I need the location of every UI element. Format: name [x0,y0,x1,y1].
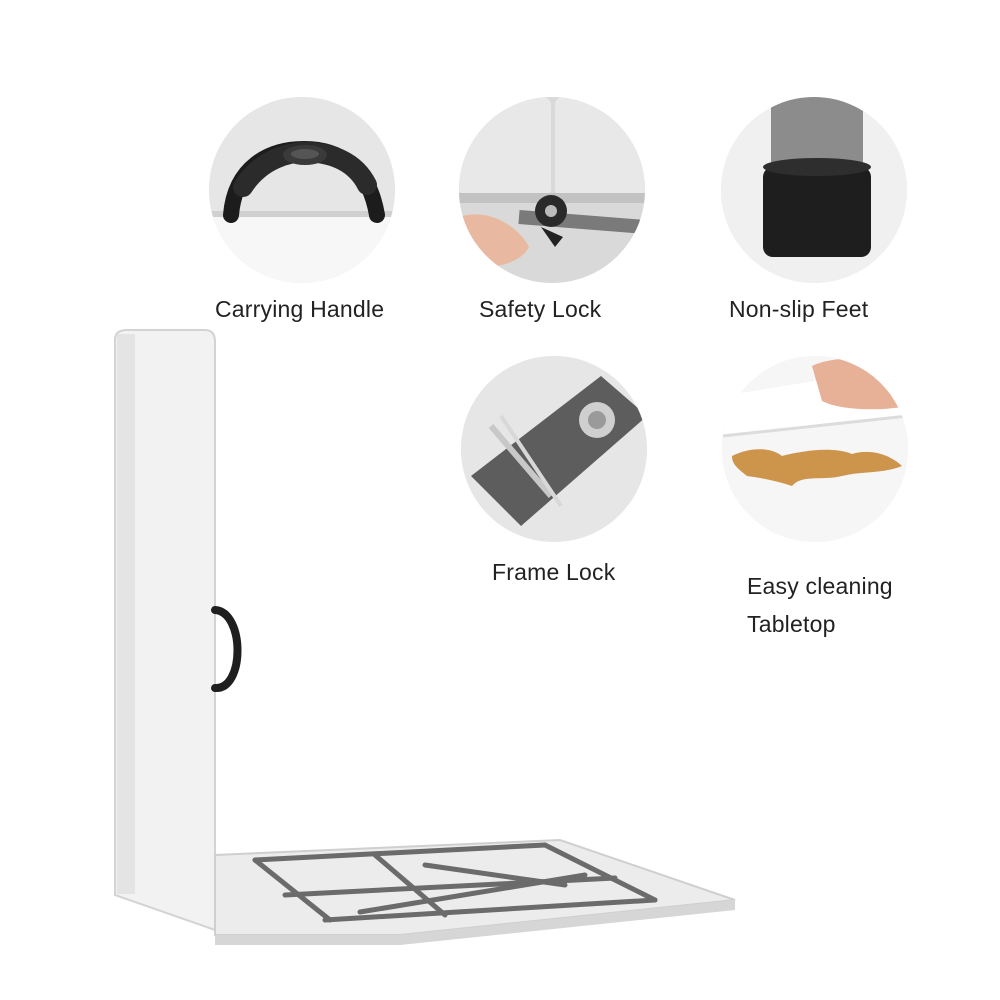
carrying-handle-label: Carrying Handle [215,296,385,322]
safety-lock-photo [459,97,645,283]
easy-cleaning-label-line2: Tabletop [747,611,836,637]
frame-lock-label: Frame Lock [492,559,616,585]
easy-cleaning-photo [722,356,908,542]
frame-lock-photo [461,356,647,542]
easy-cleaning-label-line1: Easy cleaning [747,573,893,599]
non-slip-feet-label: Non-slip Feet [729,296,869,322]
safety-lock-label: Safety Lock [479,296,602,322]
carrying-handle-photo [209,97,395,283]
non-slip-feet-photo [721,97,907,283]
folding-table-photo [95,320,755,960]
